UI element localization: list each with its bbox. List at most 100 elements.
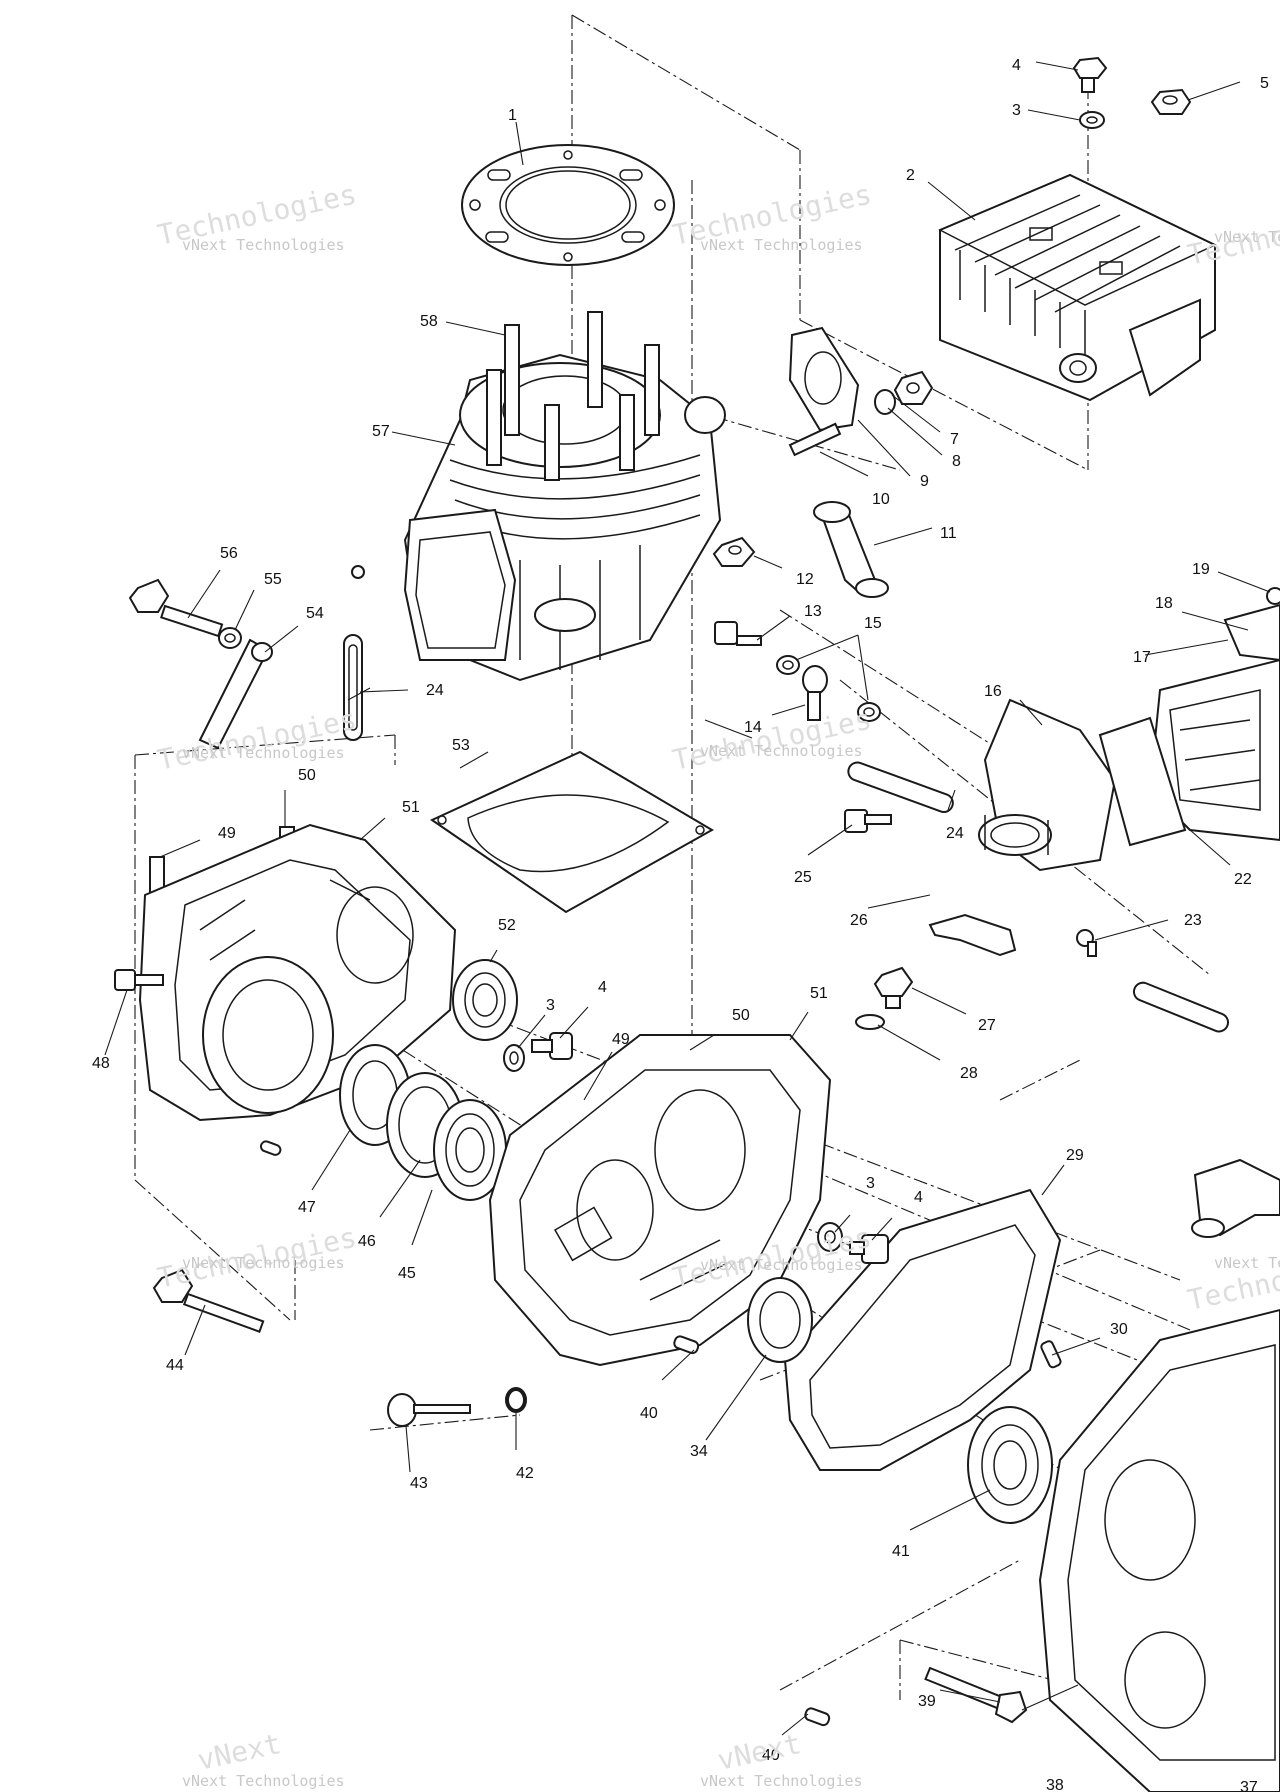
callout-49-center: 49	[612, 1031, 630, 1048]
watermark-big: Technologies	[155, 703, 360, 777]
coolant-elbow-11	[813, 501, 889, 598]
callout-46: 46	[358, 1233, 376, 1250]
leader-lines	[104, 61, 1271, 1736]
bolt-4-lower	[849, 1234, 889, 1264]
callout-51-left: 51	[402, 799, 420, 816]
drain-plug-27	[873, 966, 914, 1009]
watermark-small: vNext Technologies	[1214, 1254, 1280, 1272]
callout-7: 7	[950, 431, 959, 448]
watermark-small: vNext Technologies	[700, 1772, 863, 1790]
callout-34: 34	[690, 1443, 708, 1460]
bearing-52	[452, 959, 518, 1041]
callout-4-head: 4	[1012, 57, 1021, 74]
callout-24-left: 24	[426, 682, 444, 699]
reed-gasket-17	[1098, 716, 1187, 847]
watermark-vnext-big: vNext	[715, 1727, 804, 1777]
watermark-small: vNext Technologies	[182, 1254, 345, 1272]
watermark-small: vNext Technologies	[182, 236, 345, 254]
coolant-elbow-right	[1191, 1158, 1280, 1238]
dowel-pin-30	[1040, 1340, 1062, 1369]
callout-45: 45	[398, 1265, 416, 1282]
callout-50-left: 50	[298, 767, 316, 784]
callout-42: 42	[516, 1465, 534, 1482]
callout-47: 47	[298, 1199, 316, 1216]
crankcase-right-half-51	[488, 1034, 832, 1367]
callout-53: 53	[452, 737, 470, 754]
callout-3-lower: 3	[866, 1175, 875, 1192]
callout-37: 37	[1240, 1779, 1258, 1792]
cylinder	[351, 353, 726, 682]
bolt-56	[128, 578, 224, 638]
washer-15-bottom	[857, 702, 881, 722]
callout-52: 52	[498, 917, 516, 934]
callout-30: 30	[1110, 1321, 1128, 1338]
watermark-small: vNext Technologies	[182, 1772, 345, 1790]
callout-8: 8	[952, 453, 961, 470]
callout-14: 14	[744, 719, 762, 736]
nut-12	[712, 536, 756, 567]
washer-3-lower	[817, 1222, 843, 1252]
callout-labels: 1 2 4 3 5 58 57 7 8 9 10 11 12 13 15 14 …	[92, 57, 1269, 1792]
callout-23: 23	[1184, 912, 1202, 929]
callout-48: 48	[92, 1055, 110, 1072]
bolt-39	[924, 1666, 1028, 1724]
watermark-small: vNext Technologies	[182, 744, 345, 762]
bolt-4-center	[531, 1032, 573, 1060]
o-ring-42	[505, 1387, 527, 1413]
crankcase-gasket-29	[783, 1188, 1062, 1471]
callout-18: 18	[1155, 595, 1173, 612]
callout-10: 10	[872, 491, 890, 508]
callout-2: 2	[906, 167, 915, 184]
washer-8	[874, 389, 896, 415]
callout-1: 1	[508, 107, 517, 124]
washer-28	[855, 1014, 885, 1030]
callout-12: 12	[796, 571, 814, 588]
callout-17: 17	[1133, 649, 1151, 666]
strap-24-left	[343, 634, 363, 741]
watermark-big: Technologies	[670, 703, 875, 777]
watermark-small: vNext Technologies	[1214, 228, 1280, 246]
bolt-25	[844, 809, 892, 833]
head-washer-3	[1079, 111, 1105, 129]
bolt-48	[114, 969, 164, 991]
callout-27: 27	[978, 1017, 996, 1034]
callout-56: 56	[220, 545, 238, 562]
callout-19: 19	[1192, 561, 1210, 578]
callout-16: 16	[984, 683, 1002, 700]
head-nut-5	[1150, 88, 1192, 115]
watermark-vnext-big: vNext	[195, 1727, 284, 1777]
callout-43: 43	[410, 1475, 428, 1492]
callout-58: 58	[420, 313, 438, 330]
callout-29: 29	[1066, 1147, 1084, 1164]
callout-39: 39	[918, 1693, 936, 1710]
dowel-pin-left	[259, 1140, 282, 1156]
cylinder-base-gasket-53	[429, 750, 715, 914]
washer-55	[218, 627, 242, 649]
callout-28: 28	[960, 1065, 978, 1082]
callout-38: 38	[1046, 1777, 1064, 1792]
callout-50-center: 50	[732, 1007, 750, 1024]
callout-55: 55	[264, 571, 282, 588]
nut-7	[893, 370, 934, 405]
screw-23	[1076, 929, 1097, 957]
callout-51-center: 51	[810, 985, 828, 1002]
callout-25: 25	[794, 869, 812, 886]
hose-clamp-26	[928, 913, 1017, 957]
watermark-small: vNext Technologies	[700, 742, 863, 760]
washer-15-top	[776, 655, 800, 675]
callout-11: 11	[940, 525, 957, 542]
dowel-pin-40-bottom	[804, 1707, 831, 1727]
watermark-small: vNext Technologies	[700, 1256, 863, 1274]
callout-40-center: 40	[640, 1405, 658, 1422]
callout-3-head: 3	[1012, 102, 1021, 119]
callout-49-left: 49	[218, 825, 236, 842]
callout-5: 5	[1260, 75, 1269, 92]
cylinder-studs	[486, 311, 660, 481]
oil-seal-34	[747, 1277, 813, 1363]
callout-44: 44	[166, 1357, 184, 1374]
callout-4-lower: 4	[914, 1189, 923, 1206]
bearing-41	[967, 1406, 1053, 1524]
main-bearing-45	[433, 1099, 507, 1201]
callout-57: 57	[372, 423, 390, 440]
